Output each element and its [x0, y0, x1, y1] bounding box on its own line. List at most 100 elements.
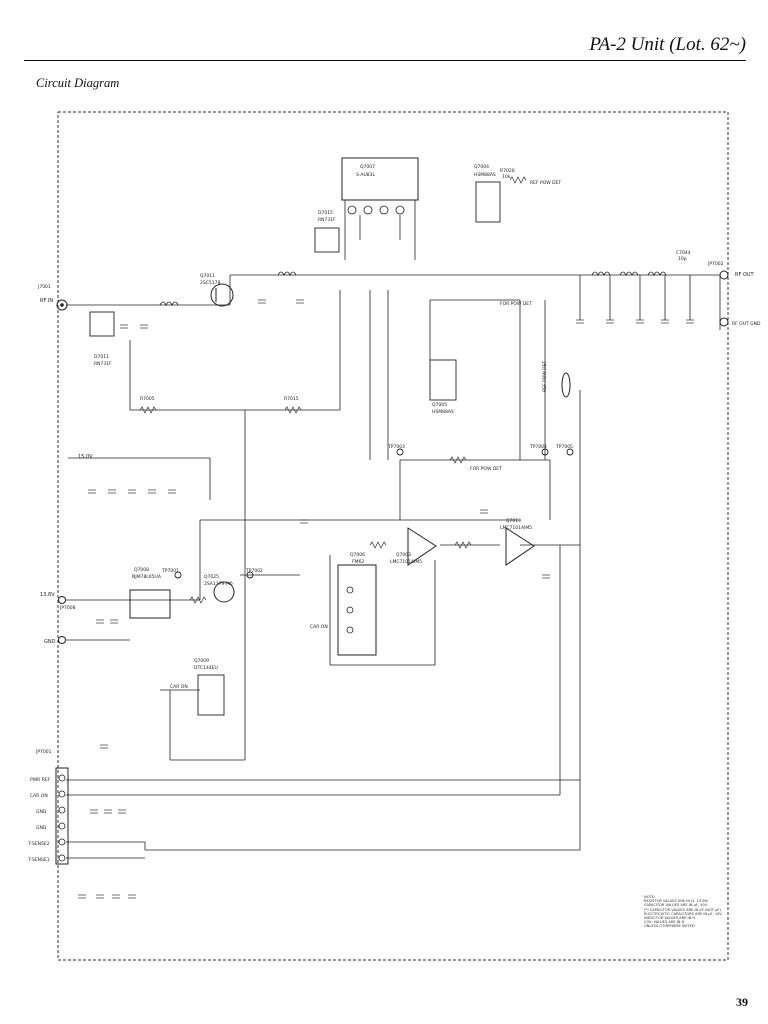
q7006-switch [337, 564, 377, 656]
d7011-part: RN731F [94, 361, 112, 367]
ref-pow-det-top-label: REF POW DET [530, 180, 561, 186]
wiring [66, 200, 721, 859]
j7001-label: J7001 [37, 284, 51, 290]
tp7002-label: TP7002 [245, 568, 263, 574]
notes-line: INDUCTOR VALUES ARE IN H [644, 916, 696, 921]
notes-line: UNLESS OTHERWISE NOTED [644, 924, 695, 929]
jp7001-label: JP7001 [35, 749, 52, 755]
q7007-module [341, 157, 419, 201]
rf-out-gnd-connector-icon [719, 317, 729, 327]
tp7002-icon [246, 571, 254, 579]
q7025-ref: Q7025 [204, 574, 219, 580]
tp7004-icon [541, 448, 549, 456]
d7011-diode-bridge [89, 311, 115, 337]
v15-bus-label: 15.0V [78, 454, 93, 460]
conn-pin-4-label: GND [36, 825, 47, 831]
notes-block: NOTE: RESISTOR VALUES ARE IN Ω, 1/10W CA… [644, 895, 726, 929]
notes-line: ELECTROLYTIC CAPACITORS ARE IN µF, 16V [644, 911, 722, 916]
conn-pin-6-label: T-SENSE1 [27, 857, 50, 863]
tp7001-label: TP7001 [161, 568, 179, 574]
q7011-ref: Q7011 [200, 273, 215, 279]
q7006-ref: Q7006 [350, 552, 365, 558]
q7011-part: 2SC5179 [200, 280, 220, 286]
board-outline [57, 111, 729, 961]
v13-8-label: 13.8V [40, 592, 55, 598]
q7007-part: S-AU83L [356, 172, 375, 178]
q7009-transistor-icon [197, 674, 225, 716]
jp7008-label: JP7008 [59, 605, 76, 611]
q7007-ref: Q7007 [360, 164, 375, 170]
car-on-label-q7006: CAR ON [310, 624, 328, 630]
rf-in-label: RF IN [40, 298, 53, 304]
q7008-regulator [129, 589, 171, 619]
j7001-connector-body [55, 767, 69, 865]
q7009-part: DTC144EU [194, 665, 218, 671]
conn-pin-3-label: GND [36, 809, 47, 815]
q7004-part: HSM88AS [474, 172, 496, 178]
conn-pin-1-label: PWR REF [30, 777, 51, 783]
q7003-ref: Q7003 [396, 552, 411, 558]
conn-pin-2-label: CAR ON [30, 793, 48, 799]
d7015-part: RN731F [318, 217, 336, 223]
ref-pow-det-vertical-label: REF POW DET [542, 361, 548, 392]
q7003-part: LMC7101AIM5 [390, 559, 422, 565]
notes-line: (*) CAPACITOR VALUES ARE IN pF (NOT µF) [644, 907, 721, 912]
header-rule [24, 60, 746, 61]
q7005-detector [429, 359, 457, 401]
notes-line: NOTE: [644, 895, 656, 899]
page-header-title: PA-2 Unit (Lot. 62~) [589, 34, 746, 55]
q7003-opamp [407, 527, 437, 566]
v15-terminal-icon [58, 596, 66, 604]
gnd-label: GND [44, 639, 56, 645]
q7011-transistor-icon [210, 283, 234, 307]
q7025-transistor-icon [213, 581, 235, 603]
q7009-ref: Q7009 [194, 658, 209, 664]
capacitor-symbols [78, 299, 694, 899]
output-inductors [159, 271, 667, 306]
tp7005-label: TP7005 [555, 444, 573, 450]
page-number: 39 [736, 995, 748, 1009]
tp7003-icon [396, 448, 404, 456]
q7025-part: 2SA1179-M6 [204, 581, 233, 587]
notes-line: CAPACITOR VALUES ARE IN µF, 50V [644, 903, 708, 908]
q7006-part: FM62 [352, 559, 364, 565]
section-title: Circuit Diagram [36, 76, 120, 90]
rf-out-label: RF OUT [735, 272, 755, 278]
rf-out-gnd-label: RF OUT GND [732, 321, 761, 327]
j7001-pins [58, 774, 66, 862]
for-pow-det-top-label: FOR POW DET [500, 301, 532, 307]
rf-in-connector-center [60, 303, 64, 307]
rf-in-connector-icon [56, 299, 68, 311]
q7013-opamp [505, 527, 535, 566]
notes-line: COIL VALUES ARE IN H [644, 920, 685, 925]
tp7001-icon [174, 571, 182, 579]
q7013-part: LMC7101AIM5 [500, 525, 532, 531]
r7005-ref: R7005 [140, 396, 155, 402]
rf-out-connector-icon [719, 270, 729, 280]
q7005-ref: Q7005 [432, 402, 447, 408]
q7004-detector [475, 181, 501, 223]
q7007-pins [347, 205, 405, 215]
q7013-ref: Q7013 [506, 518, 521, 524]
tp7005-icon [566, 448, 574, 456]
r7015-ref: R7015 [284, 396, 299, 402]
c7044-ref: C7044 [676, 250, 691, 256]
d7015-ref: D7015 [318, 210, 333, 216]
car-on-label-q7009: CAR ON [170, 684, 188, 690]
c7044-val: 10p [678, 256, 687, 262]
tp7004-label: TP7004 [529, 444, 547, 450]
d7011-ref: D7011 [94, 354, 109, 360]
q7008-ref: Q7008 [134, 567, 149, 573]
r7020-val: 10k [502, 174, 511, 180]
gnd-terminal-icon [58, 636, 66, 644]
q7008-part: NJM78L05UA [132, 574, 162, 580]
notes-line: RESISTOR VALUES ARE IN Ω, 1/10W [644, 899, 708, 904]
resistor-symbols [139, 176, 527, 604]
q7005-part: HSM88AS [432, 409, 454, 415]
tp7003-label: TP7003 [387, 444, 405, 450]
jp7002-label: JP7002 [707, 261, 724, 267]
conn-pin-5-label: T-SENSE2 [27, 841, 50, 847]
for-pow-det-label: FOR POW DET [470, 466, 502, 472]
r7020-ref: R7020 [500, 168, 515, 174]
